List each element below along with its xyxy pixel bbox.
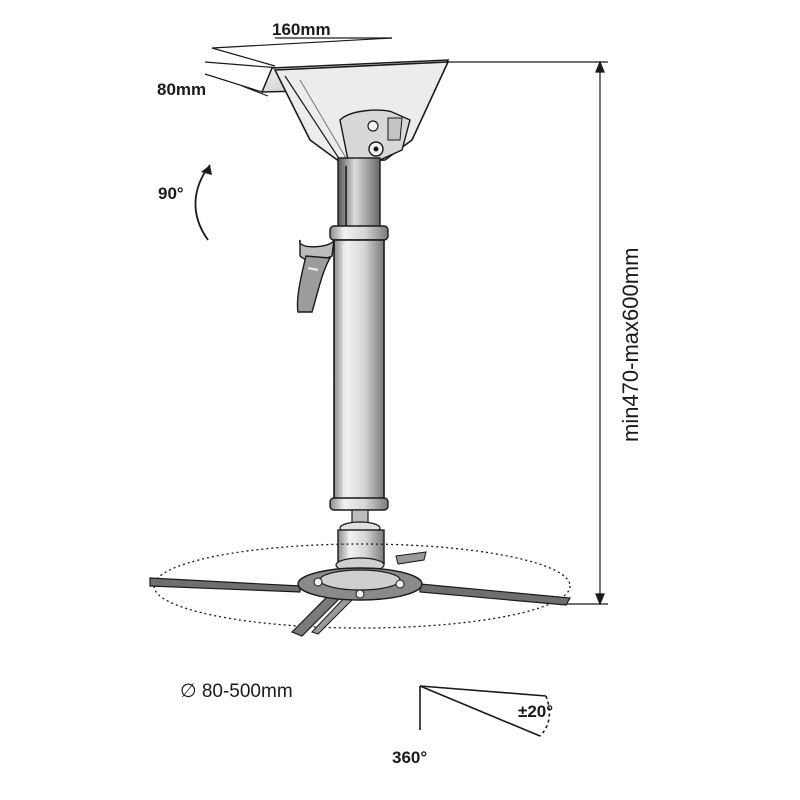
projector-arms [149, 567, 571, 637]
locking-lever [296, 239, 335, 313]
height-dimension-line [448, 60, 608, 606]
height-range-label: min470-max600mm [618, 247, 643, 442]
height-collar [329, 225, 389, 241]
plate-depth-label: 80mm [157, 80, 207, 99]
plate-dimension-lines [204, 37, 393, 97]
tilt-bracket [273, 61, 450, 163]
outer-tube [333, 239, 385, 509]
rotation-label: 360° [392, 748, 428, 767]
plate-width-label: 160mm [272, 20, 331, 39]
arm-diameter-label: ∅ 80-500mm [180, 681, 293, 702]
tilt-range-icon [419, 685, 551, 737]
tilt-angle-label: 90° [158, 184, 184, 203]
arm-span-ellipse [153, 543, 571, 629]
tilt-range-label: ±20° [518, 702, 554, 721]
ball-joint [335, 509, 427, 573]
inner-tube [337, 157, 381, 231]
tilt-rotation-arrow [194, 164, 212, 241]
